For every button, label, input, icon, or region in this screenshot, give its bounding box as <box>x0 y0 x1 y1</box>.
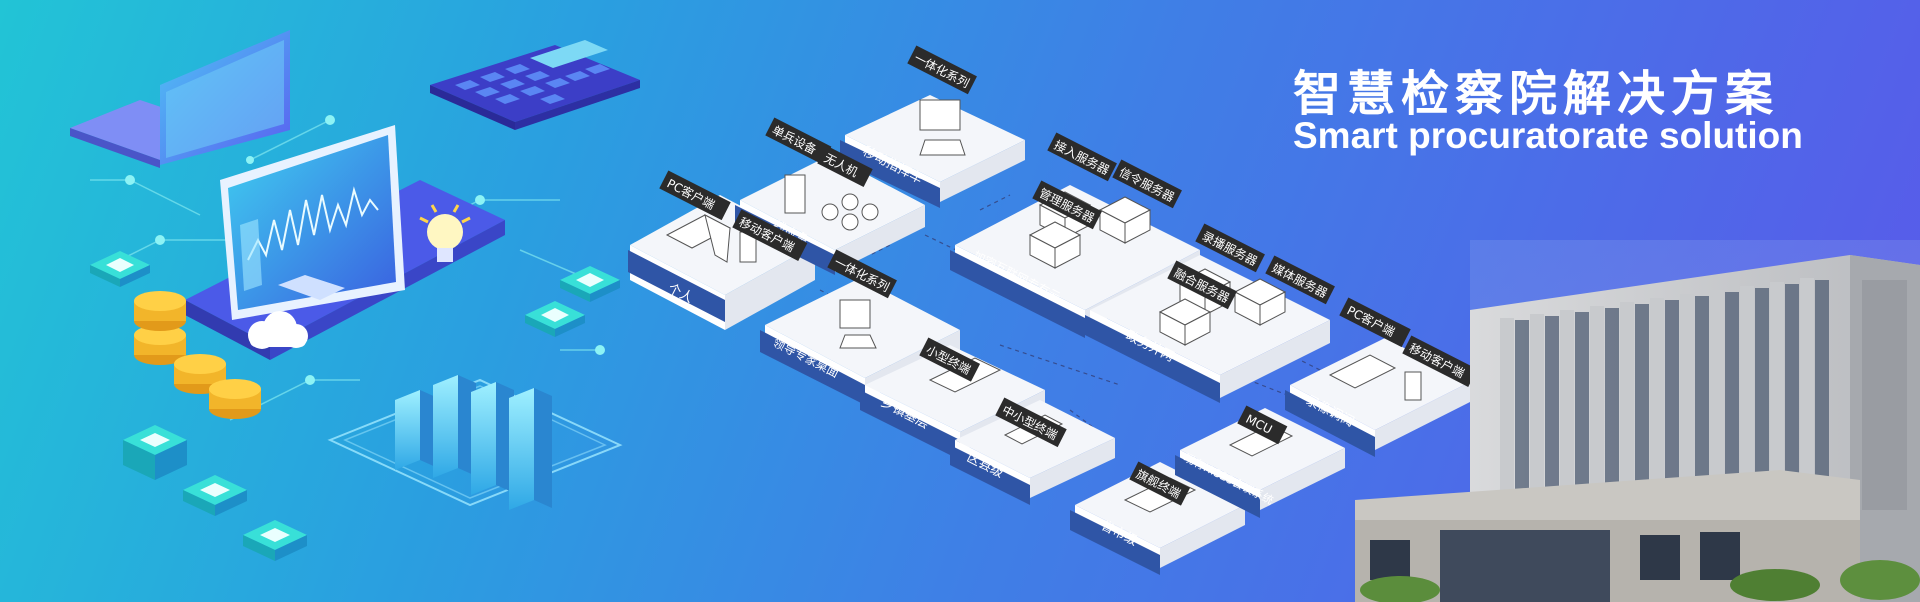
laptop-illustration <box>70 30 290 168</box>
group-gov-network: 政务外网 <box>1085 255 1330 403</box>
group-mobile-command: 移动指挥车 <box>840 95 1025 208</box>
network-diagram: 个人 一线应急 移动指挥车 <box>628 45 1478 575</box>
left-illustration <box>70 30 640 561</box>
group-personal: 个人 <box>628 195 815 330</box>
calculator-illustration <box>430 40 640 130</box>
bar-chart-illustration <box>327 375 623 510</box>
group-cloud: 加密互联网专有云 <box>950 185 1200 338</box>
server-chip-icons <box>90 251 620 561</box>
monitor-illustration <box>220 125 405 320</box>
group-district: 区县级 <box>950 400 1115 505</box>
lightbulb-icon <box>419 204 471 262</box>
cloud-icon <box>248 311 308 349</box>
page-subtitle: Smart procuratorate solution <box>1293 115 1803 156</box>
page-title: 智慧检察院解决方案 <box>1293 66 1780 122</box>
group-h323: 现有H.323会议系统 <box>1175 408 1345 518</box>
coin-stack-icon <box>134 291 261 419</box>
procuratorate-building-illustration <box>1355 240 1920 602</box>
